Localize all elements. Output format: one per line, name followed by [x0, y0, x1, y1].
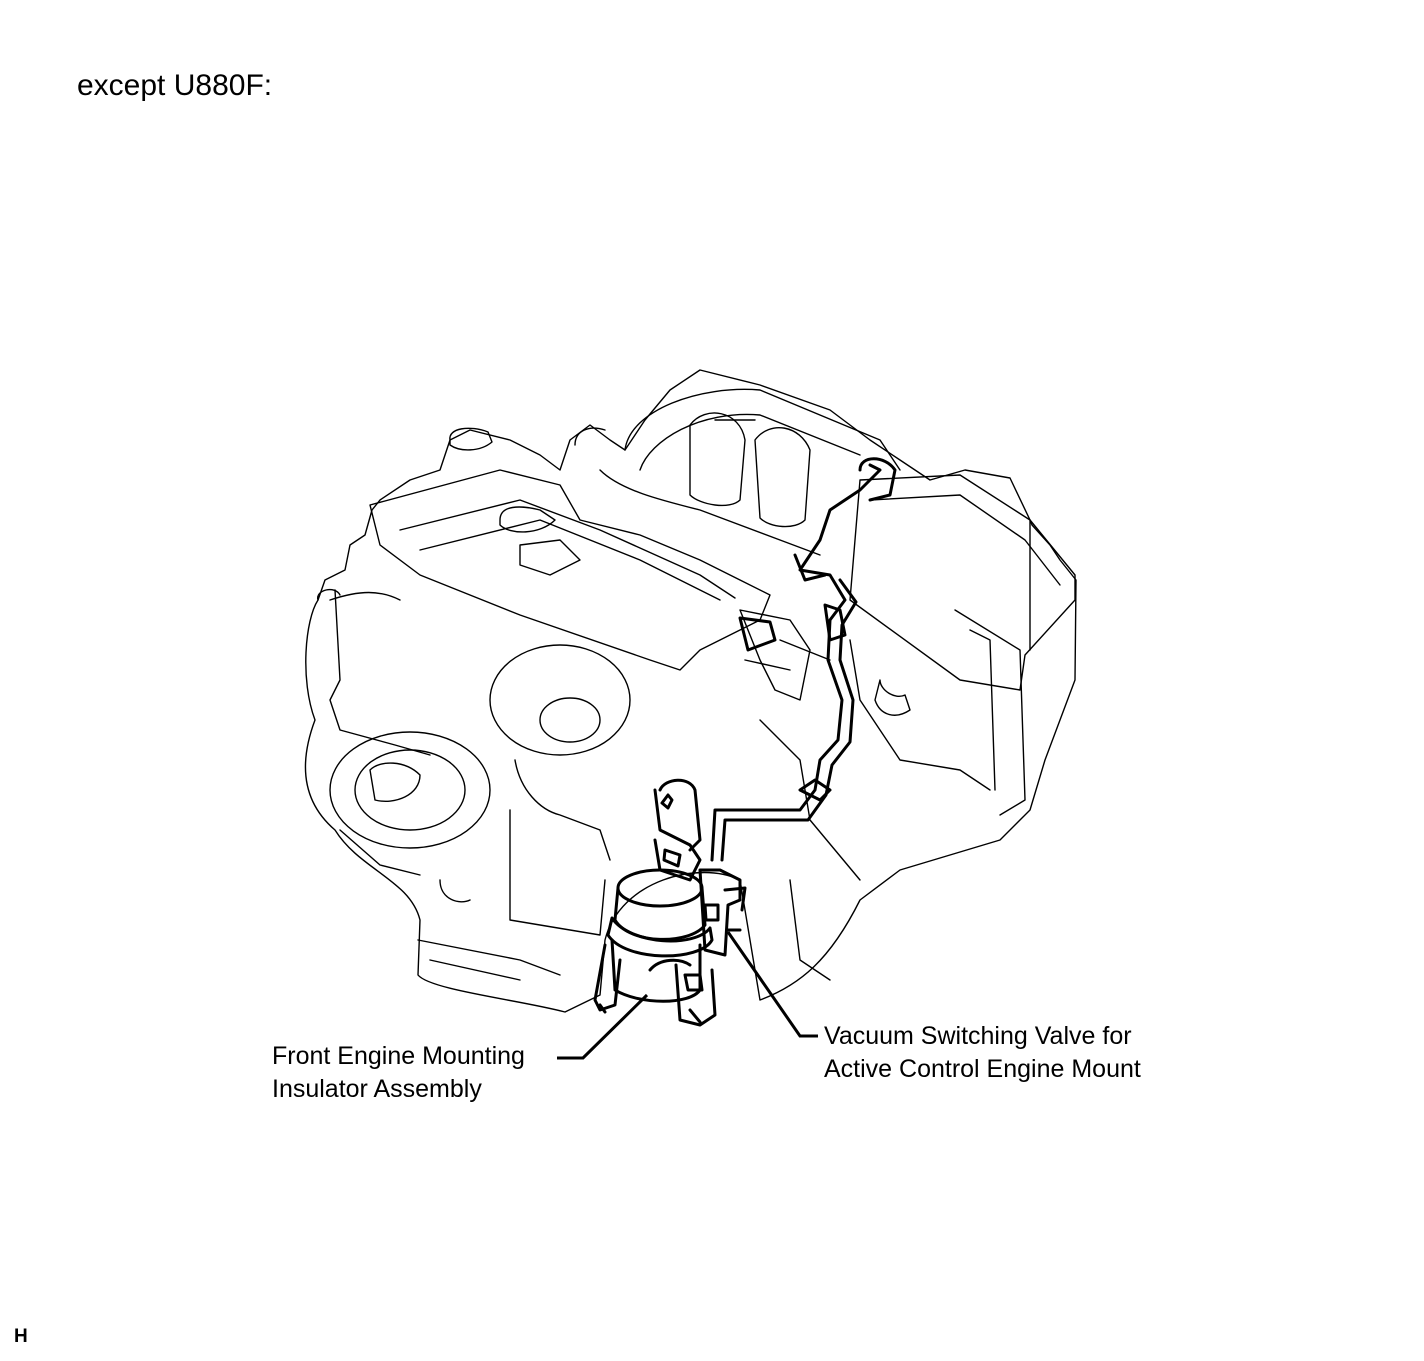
engine-silhouette [304, 369, 1077, 1013]
leader-front-mount [557, 993, 649, 1060]
callout-vacuum-switching-valve: Vacuum Switching Valve for Active Contro… [824, 1020, 1141, 1086]
callout-front-mount-line2: Insulator Assembly [272, 1075, 482, 1103]
page-heading: except U880F: [77, 69, 273, 102]
insulator-top [616, 868, 704, 908]
callout-front-mount-line1: Front Engine Mounting [272, 1042, 525, 1070]
mount-components [593, 457, 897, 1027]
callout-vsv-line2: Active Control Engine Mount [824, 1055, 1141, 1083]
vacuum-switching-valve [698, 868, 742, 957]
callout-front-engine-mounting: Front Engine Mounting Insulator Assembly [272, 1040, 525, 1106]
engine-outline [304, 369, 1077, 1013]
corner-mark: H [14, 1326, 28, 1347]
leader-vsv [726, 931, 818, 1038]
callout-vsv-line1: Vacuum Switching Valve for [824, 1022, 1132, 1050]
leader-lines [557, 931, 818, 1060]
